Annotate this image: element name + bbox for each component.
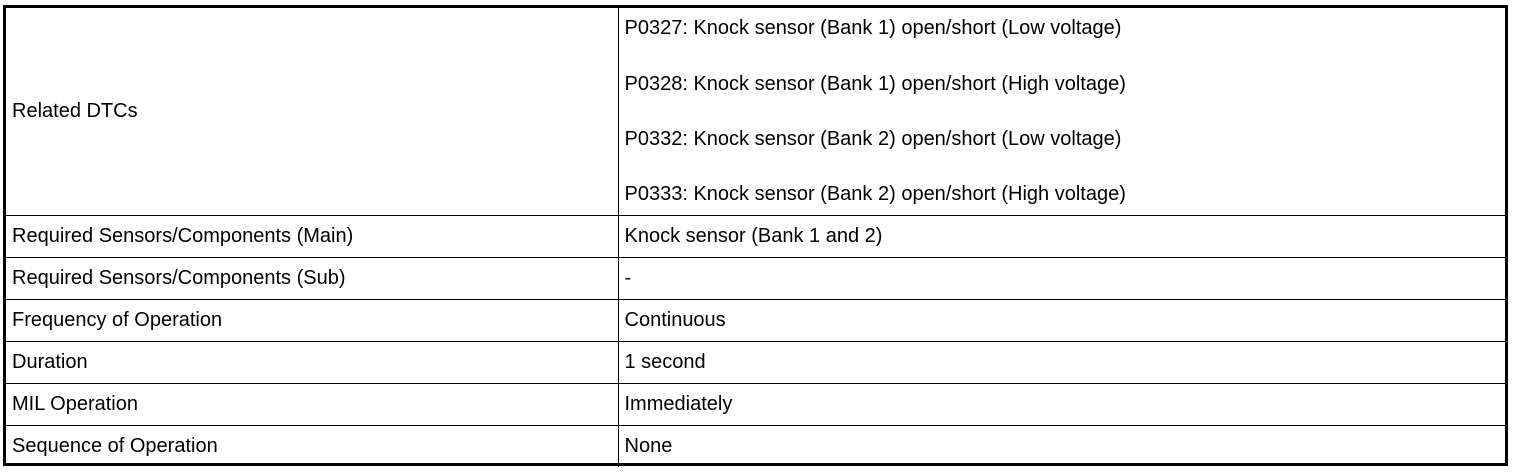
row-label: Frequency of Operation	[6, 298, 619, 342]
dtc-code: P0332: Knock sensor (Bank 2) open/short …	[624, 127, 1122, 150]
dtc-code: P0327: Knock sensor (Bank 1) open/short …	[624, 17, 1122, 40]
table-row-sequence: Sequence of Operation None	[6, 424, 1505, 467]
row-value: -	[617, 256, 1505, 300]
dtc-code: P0333: Knock sensor (Bank 2) open/short …	[624, 183, 1126, 206]
table-row-sub-components: Required Sensors/Components (Sub) -	[6, 256, 1505, 300]
row-label: Required Sensors/Components (Main)	[6, 214, 619, 258]
dtc-list-cell: P0327: Knock sensor (Bank 1) open/short …	[617, 8, 1505, 216]
row-label: Sequence of Operation	[6, 424, 619, 467]
table-row-mil-operation: MIL Operation Immediately	[6, 382, 1505, 426]
row-label: Duration	[6, 340, 619, 384]
table-row-main-components: Required Sensors/Components (Main) Knock…	[6, 214, 1505, 258]
row-label: Related DTCs	[6, 8, 619, 216]
monitor-description-table: Related DTCs P0327: Knock sensor (Bank 1…	[3, 5, 1508, 467]
row-value: Continuous	[617, 298, 1505, 342]
table-row-related-dtcs: Related DTCs P0327: Knock sensor (Bank 1…	[6, 8, 1505, 216]
table-row-duration: Duration 1 second	[6, 340, 1505, 384]
row-value: None	[617, 424, 1505, 467]
row-label: Required Sensors/Components (Sub)	[6, 256, 619, 300]
row-label: MIL Operation	[6, 382, 619, 426]
table-row-frequency: Frequency of Operation Continuous	[6, 298, 1505, 342]
row-value: Immediately	[617, 382, 1505, 426]
dtc-list: P0327: Knock sensor (Bank 1) open/short …	[625, 16, 1500, 206]
dtc-code: P0328: Knock sensor (Bank 1) open/short …	[624, 72, 1126, 95]
row-value: 1 second	[617, 340, 1505, 384]
spec-table: Related DTCs P0327: Knock sensor (Bank 1…	[6, 8, 1505, 467]
row-value: Knock sensor (Bank 1 and 2)	[617, 214, 1505, 258]
